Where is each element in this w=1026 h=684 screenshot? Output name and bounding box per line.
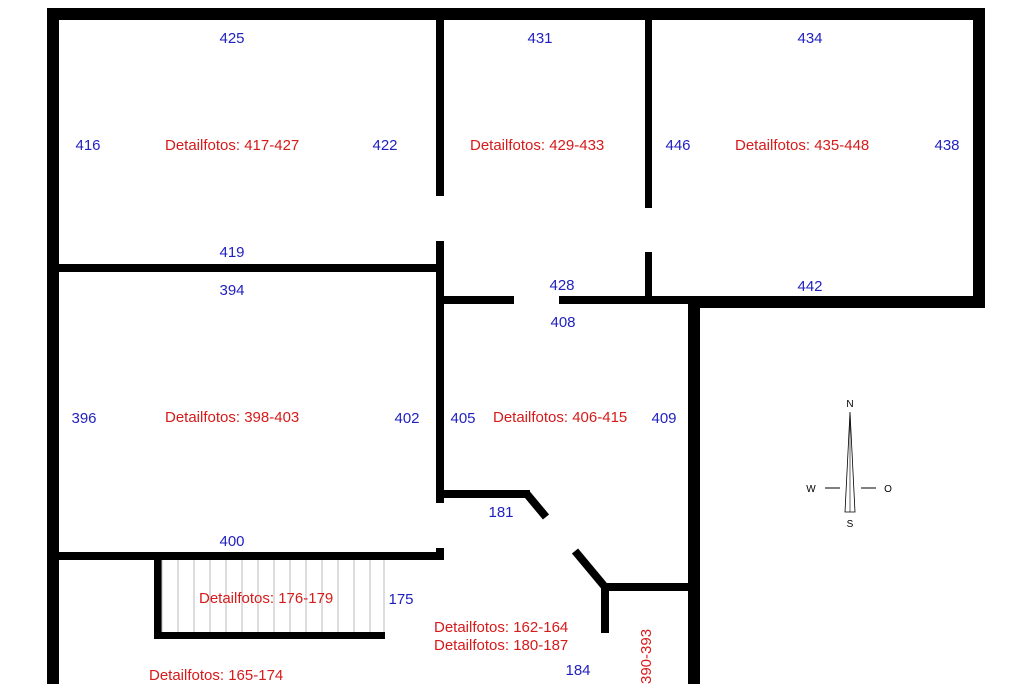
wall-stairs-left xyxy=(154,560,162,638)
photo-number: 408 xyxy=(550,314,575,331)
photo-number: 396 xyxy=(71,410,96,427)
detail-label: Detailfotos: 165-174 xyxy=(149,667,283,684)
compass-south-label: S xyxy=(847,519,854,530)
wall-upper-left-divider xyxy=(436,18,444,196)
wall-room-419-bottom xyxy=(59,264,444,272)
wall-corridor-top-right xyxy=(559,296,698,304)
photo-number: 428 xyxy=(549,277,574,294)
detail-label: Detailfotos: 180-187 xyxy=(434,637,568,654)
photo-number: 422 xyxy=(372,137,397,154)
detail-label: Detailfotos: 176-179 xyxy=(199,590,333,607)
diagonal-walls xyxy=(522,490,609,590)
wall-upper-right-divider-stub xyxy=(645,252,652,300)
detail-label: Detailfotos: 435-448 xyxy=(735,137,869,154)
wall-corridor-top-left xyxy=(436,296,514,304)
photo-number: 402 xyxy=(394,410,419,427)
detail-label: Detailfotos: 417-427 xyxy=(165,137,299,154)
photo-number: 400 xyxy=(219,533,244,550)
compass-west-label: W xyxy=(806,484,816,495)
wall-center-vertical xyxy=(436,241,444,503)
diagonal-wall-upper xyxy=(522,490,550,520)
photo-number: 419 xyxy=(219,244,244,261)
outer-wall-top xyxy=(47,8,985,20)
wall-upper-right-divider xyxy=(645,18,652,208)
wall-small-room-top xyxy=(602,583,698,591)
wall-room-400-bottom-stub xyxy=(436,548,444,560)
photo-number: 184 xyxy=(565,662,590,679)
photo-number: 405 xyxy=(450,410,475,427)
photo-number: 409 xyxy=(651,410,676,427)
photo-number: 446 xyxy=(665,137,690,154)
wall-small-room-left xyxy=(601,583,609,633)
photo-number: 175 xyxy=(388,591,413,608)
detail-photo-labels: Detailfotos: 417-427 Detailfotos: 429-43… xyxy=(149,137,869,684)
photo-number-labels: 425 431 434 416 422 446 438 419 394 428 … xyxy=(71,30,959,679)
compass-rose: N S W O xyxy=(806,399,892,530)
detail-label: Detailfotos: 162-164 xyxy=(434,619,568,636)
photo-number: 431 xyxy=(527,30,552,47)
photo-number: 442 xyxy=(797,278,822,295)
photo-number: 181 xyxy=(488,504,513,521)
wall-hall-top xyxy=(436,490,530,498)
outer-wall-right-upper xyxy=(973,8,985,308)
photo-number: 416 xyxy=(75,137,100,154)
photo-number: 394 xyxy=(219,282,244,299)
diagonal-wall-lower xyxy=(571,548,609,590)
outer-wall-left xyxy=(47,8,59,684)
compass-north-label: N xyxy=(846,399,853,410)
photo-number: 425 xyxy=(219,30,244,47)
photo-number: 434 xyxy=(797,30,822,47)
wall-room-400-bottom xyxy=(59,552,444,560)
wall-stairs-bottom xyxy=(154,632,385,639)
photo-number: 438 xyxy=(934,137,959,154)
detail-label: Detailfotos: 429-433 xyxy=(470,137,604,154)
detail-label: Detailfotos: 398-403 xyxy=(165,409,299,426)
outer-wall-right-lower xyxy=(688,296,700,684)
staircase xyxy=(161,560,385,632)
detail-label: Detailfotos: 406-415 xyxy=(493,409,627,426)
outer-wall-mid-horizontal xyxy=(688,296,985,308)
compass-east-label: O xyxy=(884,484,892,495)
walls xyxy=(47,8,985,684)
detail-label-vertical: 390-393 xyxy=(638,629,655,684)
